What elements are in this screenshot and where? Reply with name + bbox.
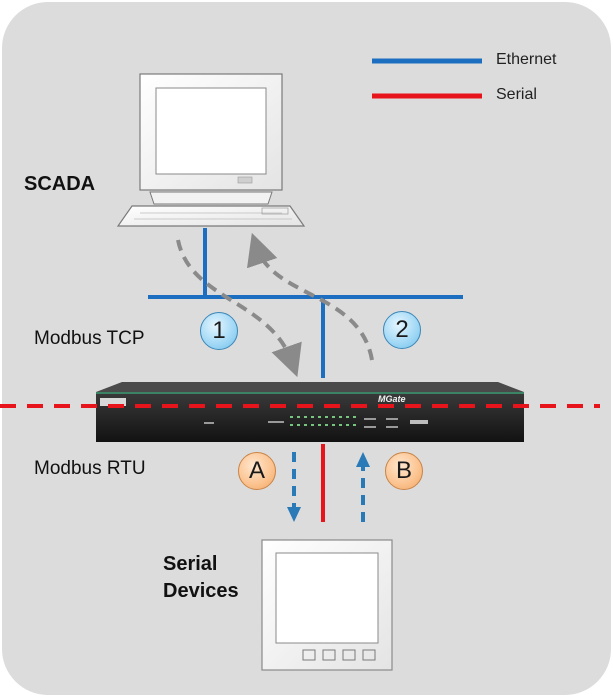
modbus-rtu-label: Modbus RTU bbox=[34, 458, 146, 479]
serial-devices-label-line1: Serial bbox=[163, 553, 218, 575]
serial-devices-label-line2: Devices bbox=[163, 580, 239, 602]
legend-ethernet-label: Ethernet bbox=[496, 51, 557, 68]
tcp-request-flow-arrow bbox=[176, 239, 302, 378]
rtu-response-flow-arrow bbox=[356, 452, 370, 522]
legend-serial-label: Serial bbox=[496, 86, 537, 103]
tcp-response-step-badge: 2 bbox=[383, 311, 421, 349]
modbus-tcp-label: Modbus TCP bbox=[34, 328, 145, 349]
gateway-brand-label: MGate bbox=[378, 394, 406, 404]
scada-label: SCADA bbox=[24, 173, 96, 195]
mgate-gateway-device: MGate bbox=[96, 382, 524, 442]
serial-device-icon bbox=[261, 539, 393, 671]
scada-computer-icon bbox=[116, 73, 306, 227]
ethernet-network bbox=[148, 228, 463, 378]
tcp-request-step-badge: 1 bbox=[200, 312, 238, 350]
tcp-response-flow-arrow bbox=[247, 232, 374, 361]
rtu-request-flow-arrow bbox=[287, 452, 301, 522]
rtu-request-step-badge: A bbox=[238, 452, 276, 490]
rtu-response-step-badge: B bbox=[385, 452, 423, 490]
